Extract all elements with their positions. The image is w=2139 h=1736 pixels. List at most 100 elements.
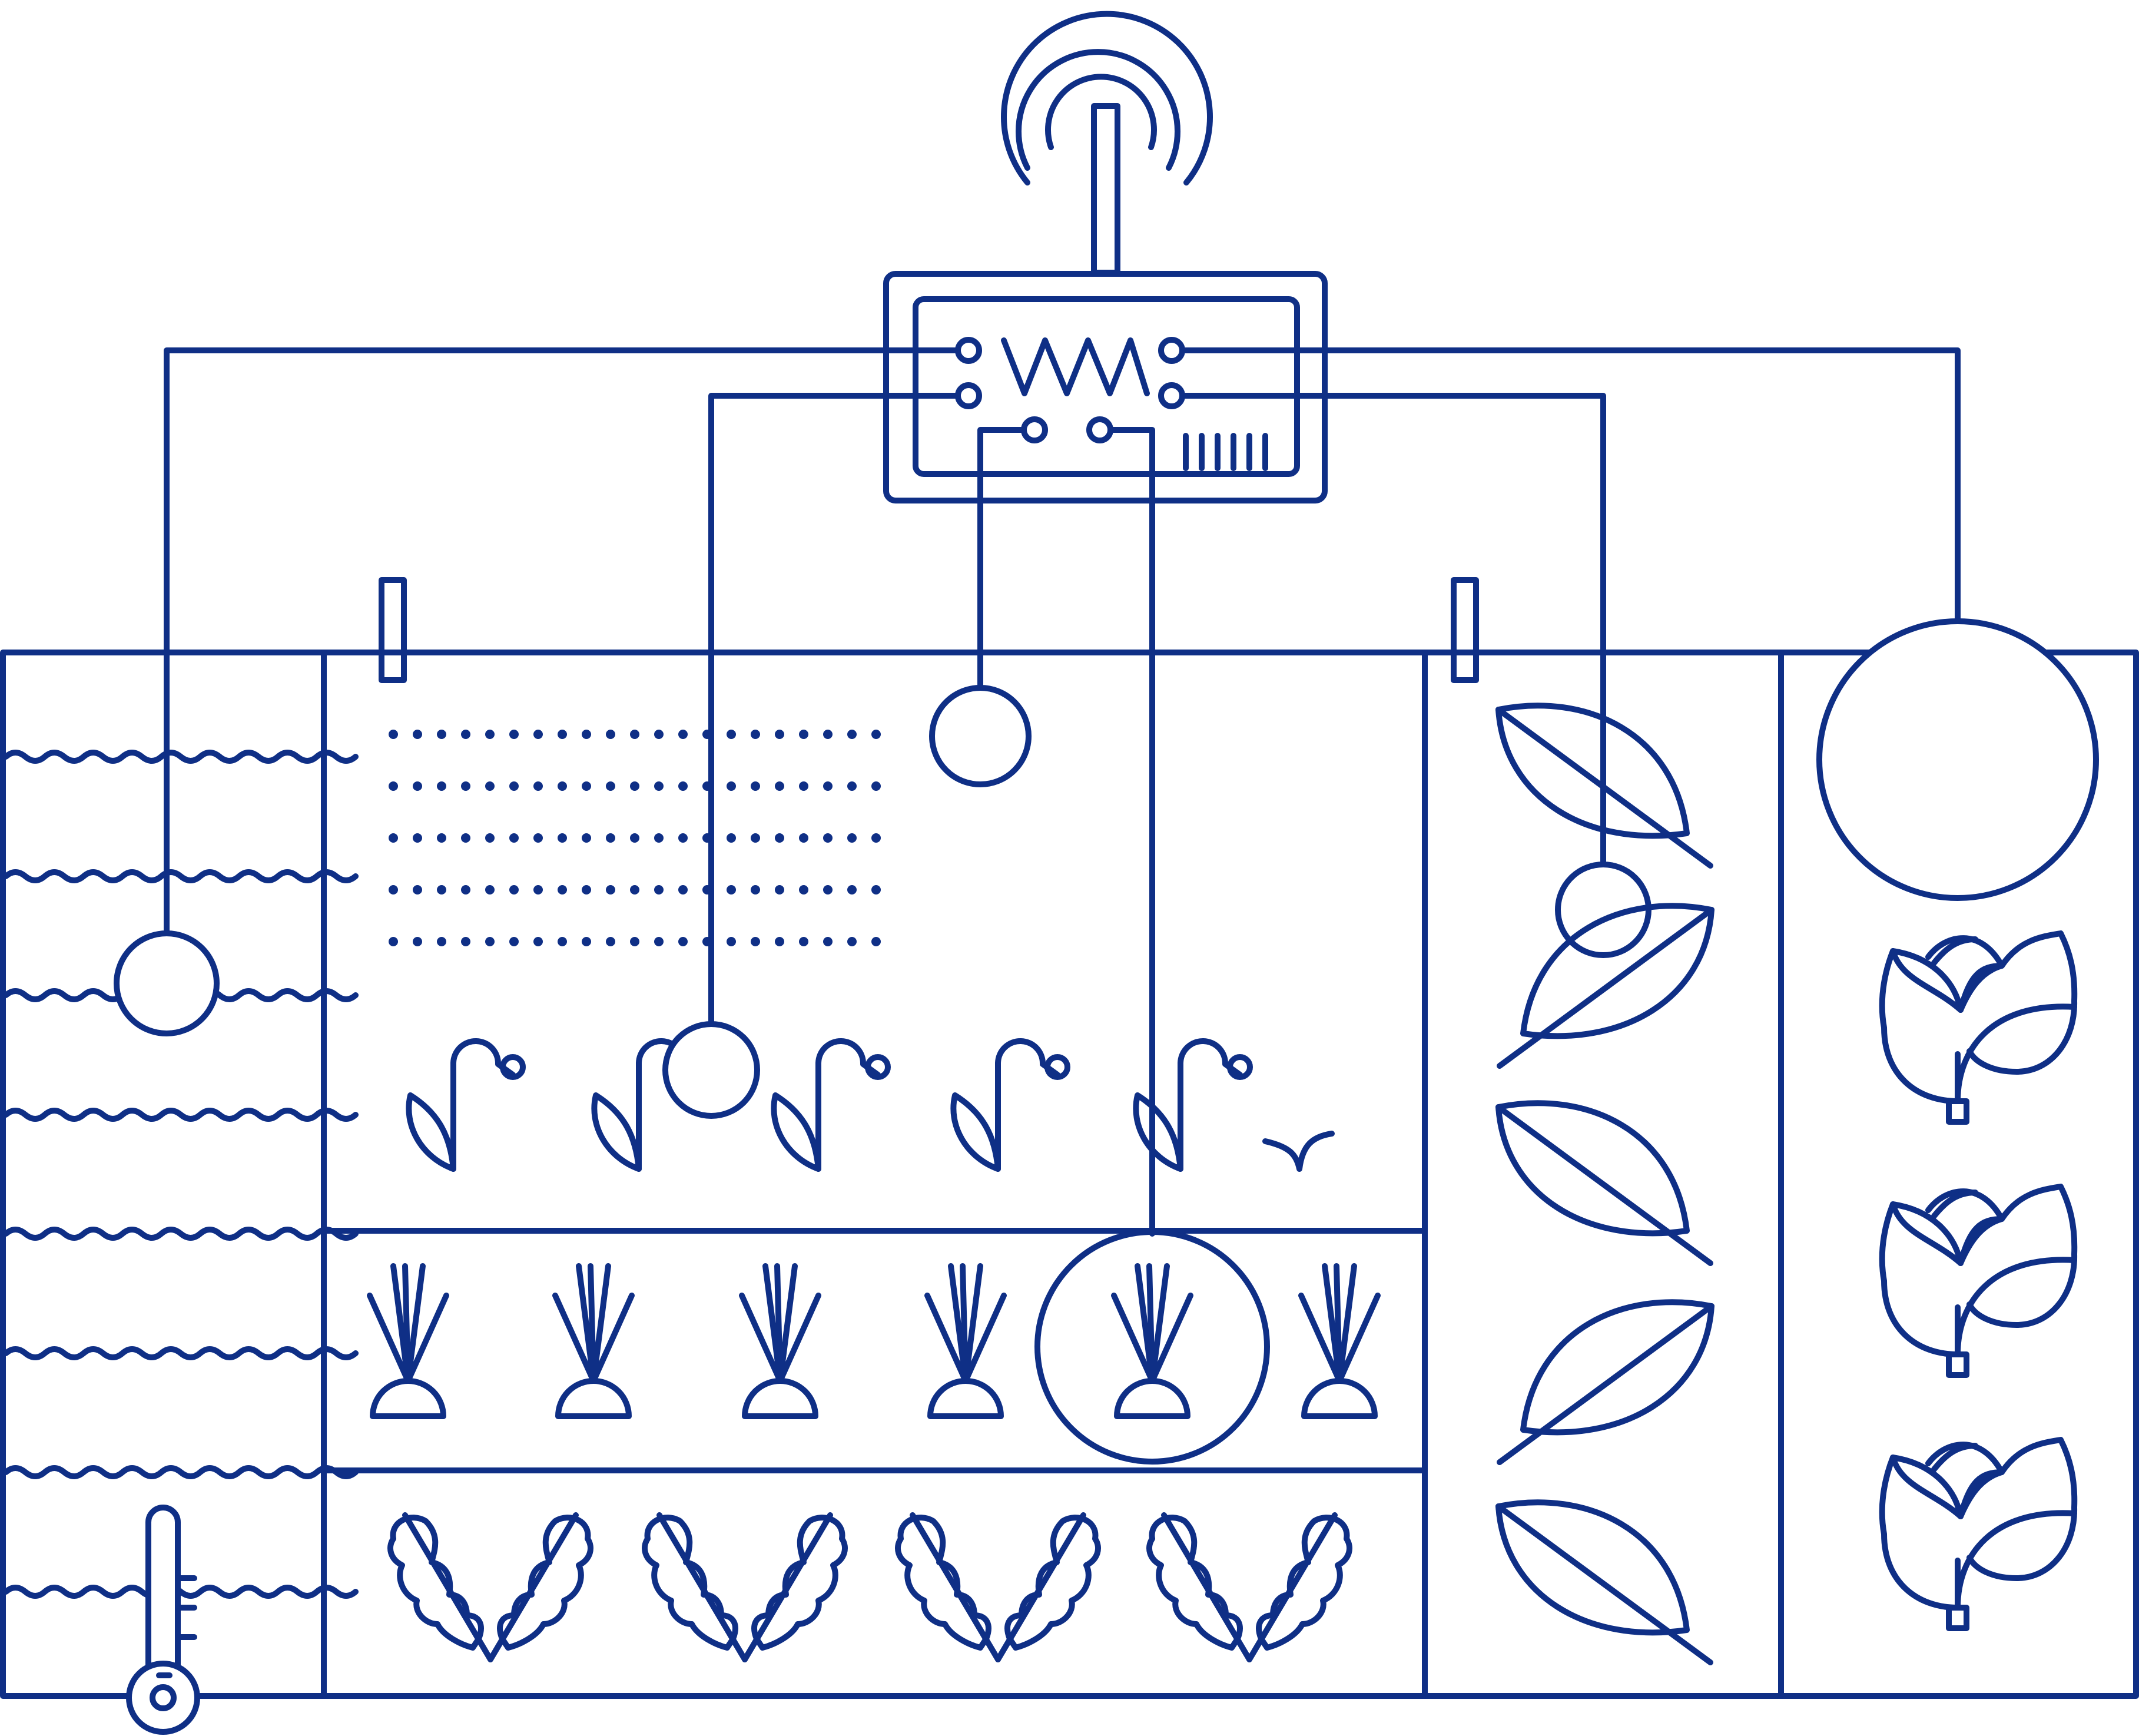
seed-dot — [461, 730, 470, 739]
seed-dot — [751, 833, 760, 843]
seed-dot — [775, 781, 784, 791]
herb-leaf-icon — [387, 1512, 593, 1662]
seed-dot — [389, 730, 398, 739]
seed-dot — [606, 833, 615, 843]
seed-dot — [461, 937, 470, 946]
seed-dot — [437, 730, 446, 739]
seed-dot — [678, 781, 688, 791]
seed-dot — [630, 937, 639, 946]
seed-dot — [702, 833, 712, 843]
seed-dot — [630, 730, 639, 739]
seed-dot — [606, 781, 615, 791]
seed-dot — [871, 937, 881, 946]
water-wave-icon — [3, 1346, 359, 1360]
seed-dot — [389, 937, 398, 946]
seed-dot — [823, 937, 833, 946]
seed-dot — [389, 833, 398, 843]
signal-antenna-icon — [1001, 11, 1213, 276]
seed-dot — [437, 781, 446, 791]
seed-dot — [509, 937, 519, 946]
water-wave-icon — [3, 1227, 359, 1241]
thermometer-icon — [126, 1505, 200, 1735]
seed-dot — [582, 885, 591, 894]
seed-dot — [582, 937, 591, 946]
seed-dot — [606, 937, 615, 946]
seed-dot — [389, 885, 398, 894]
seed-dot — [533, 781, 543, 791]
sprout-icon — [1262, 1131, 1335, 1172]
seed-dot — [485, 781, 495, 791]
seed-dot — [485, 833, 495, 843]
sensor-nodes — [114, 618, 2099, 1465]
seed-dot — [751, 730, 760, 739]
leaf-column — [1495, 703, 1714, 1665]
seed-dot — [509, 730, 519, 739]
cabbage-icon — [1879, 1437, 2078, 1631]
seed-dot — [678, 730, 688, 739]
water-wave-icon — [3, 1108, 359, 1122]
seed-dot — [413, 781, 422, 791]
seed-dot — [847, 937, 857, 946]
beet-icon — [924, 1263, 1007, 1419]
seed-dot — [582, 833, 591, 843]
seed-dot — [847, 781, 857, 791]
seed-dot — [678, 937, 688, 946]
beet-icon — [739, 1263, 821, 1419]
seed-dot — [413, 937, 422, 946]
seed-dot — [654, 781, 664, 791]
leaf-icon — [1497, 1299, 1714, 1465]
seed-dot — [799, 730, 808, 739]
seed-dot — [871, 781, 881, 791]
herb-leaf-icon — [1146, 1512, 1352, 1662]
seed-dot — [823, 833, 833, 843]
sensor-wires — [164, 347, 1961, 1237]
seed-dot — [509, 885, 519, 894]
seed-dot — [727, 730, 736, 739]
seed-dot — [775, 833, 784, 843]
seed-dot — [437, 937, 446, 946]
sprout-icon — [1133, 1038, 1253, 1172]
cabbage-icon — [1879, 930, 2078, 1125]
seed-dot — [751, 937, 760, 946]
seed-dot — [654, 833, 664, 843]
seed-dot — [558, 781, 567, 791]
root-row — [367, 1263, 1381, 1419]
seed-dot — [533, 937, 543, 946]
cabbage-sensor — [1816, 618, 2099, 901]
seed-dot — [461, 885, 470, 894]
seed-dot — [461, 781, 470, 791]
seed-dot — [727, 885, 736, 894]
sprout-icon — [950, 1038, 1070, 1172]
seed-dot — [437, 833, 446, 843]
seed-dot — [799, 781, 808, 791]
seed-dot — [485, 730, 495, 739]
sprout-row — [406, 1038, 1335, 1172]
beet-icon — [552, 1263, 635, 1419]
farm-frame — [0, 577, 2139, 1699]
seed-dot — [823, 885, 833, 894]
seed-dot — [582, 781, 591, 791]
sprout-sensor — [662, 1021, 760, 1119]
seed-dot — [558, 833, 567, 843]
seed-dot — [413, 730, 422, 739]
seed-dot — [606, 885, 615, 894]
seed-dot — [606, 730, 615, 739]
water-sensor — [114, 930, 220, 1036]
beet-icon — [1298, 1263, 1381, 1419]
leaf-icon — [1495, 1499, 1713, 1665]
herb-leaf-icon — [895, 1512, 1101, 1662]
leaf-sensor — [1555, 862, 1651, 958]
seed-dot — [727, 937, 736, 946]
seed-dot — [727, 833, 736, 843]
sprout-icon — [771, 1038, 891, 1172]
seed-dot — [702, 937, 712, 946]
seed-dot — [558, 885, 567, 894]
water-tank — [3, 750, 359, 1599]
seed-dot — [413, 833, 422, 843]
seed-dot — [678, 833, 688, 843]
seed-dot — [654, 730, 664, 739]
seed-dot — [654, 885, 664, 894]
leaf-icon — [1495, 703, 1713, 869]
seed-dot — [533, 885, 543, 894]
seed-dot — [558, 937, 567, 946]
